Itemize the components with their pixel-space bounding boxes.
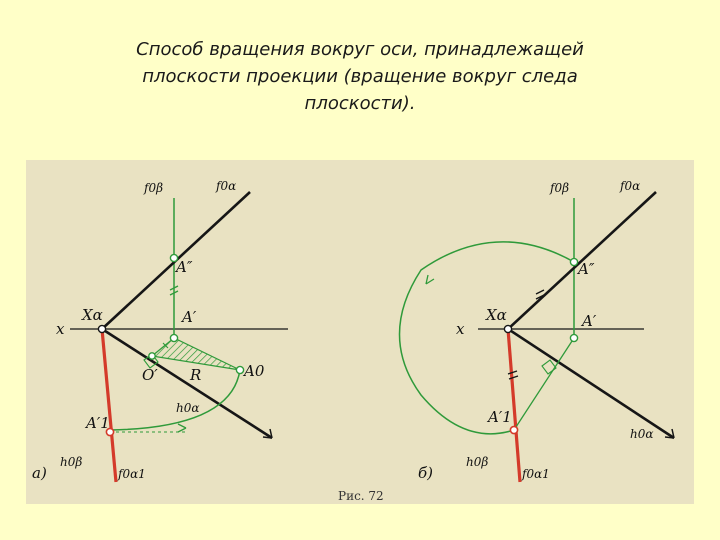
point-A2-a xyxy=(169,253,179,263)
label-A2-a: A″ xyxy=(174,258,193,276)
label-f0a1-a: f0α1 xyxy=(117,467,146,481)
slide-title: Способ вращения вокруг оси, принадлежаще… xyxy=(60,36,660,117)
label-Xa-b: Xα xyxy=(485,306,507,324)
label-A1-b: A′1 xyxy=(486,408,512,426)
rotation-arc-arrow-b xyxy=(425,274,435,285)
label-h0b-b: h0β xyxy=(466,455,488,469)
label-x-b: x xyxy=(456,320,465,338)
trace-f0a1-b xyxy=(506,328,522,483)
point-A2-b xyxy=(569,257,579,267)
title-line-2: плоскости проекции (вращение вокруг след… xyxy=(142,66,578,87)
point-O-a xyxy=(148,352,156,360)
trace-h0a-b xyxy=(507,327,675,440)
label-h0b-a: h0β xyxy=(60,455,82,469)
title-line-3: плоскости). xyxy=(304,93,416,114)
point-A0-a xyxy=(235,365,245,375)
panel-a: f0β f0α A″ x Xα A′ O′ R A0 h0α A′1 h0β f… xyxy=(32,179,288,483)
equal-ticks-a xyxy=(169,285,179,296)
panel-b: f0β f0α A″ x Xα A′ A′1 h0α h0β f0α1 б) xyxy=(398,179,675,483)
rotation-arc-arrow-a xyxy=(177,423,187,433)
label-A2-b: A″ xyxy=(576,260,595,278)
title-line-1: Способ вращения вокруг оси, принадлежаще… xyxy=(136,39,584,60)
rotation-diagram: f0β f0α A″ x Xα A′ O′ R A0 h0α A′1 h0β f… xyxy=(32,179,675,503)
label-O-a: O′ xyxy=(142,366,158,384)
point-A1prime-a xyxy=(169,333,179,343)
label-x-a: x xyxy=(56,320,65,338)
point-Xa-a xyxy=(97,324,107,334)
right-angle-b xyxy=(541,359,557,375)
trace-h0a-arrow-a xyxy=(262,428,273,439)
label-A1prime-a: A′ xyxy=(180,308,197,326)
label-Xa-a: Xα xyxy=(81,306,103,324)
label-f0b-a: f0β xyxy=(143,181,163,195)
figure-scan: f0β f0α A″ x Xα A′ O′ R A0 h0α A′1 h0β f… xyxy=(26,160,694,504)
label-h0a-a: h0α xyxy=(176,401,199,415)
label-f0a-b: f0α xyxy=(619,179,640,193)
point-Xa-b xyxy=(503,324,513,334)
label-f0a-a: f0α xyxy=(215,179,236,193)
figure-caption: Рис. 72 xyxy=(338,489,384,503)
label-f0b-b: f0β xyxy=(549,181,569,195)
label-A1-a: A′1 xyxy=(84,414,110,432)
label-h0a-b: h0α xyxy=(630,427,653,441)
label-R-a: R xyxy=(189,366,201,384)
panel-label-a: а) xyxy=(32,464,47,482)
equal-ticks-b-1 xyxy=(535,289,545,300)
rotation-arc-a xyxy=(109,369,241,431)
rotation-arc-b xyxy=(398,241,575,435)
panel-label-b: б) xyxy=(418,464,433,482)
point-A1prime-b xyxy=(569,333,579,343)
trace-f0a1-a xyxy=(100,328,118,483)
label-A1prime-b: A′ xyxy=(580,312,597,330)
equal-ticks-b-2 xyxy=(507,370,519,380)
trace-h0a-a xyxy=(101,327,273,440)
point-A1-a xyxy=(105,427,115,437)
trace-f0a-b xyxy=(507,191,657,330)
label-A0-a: A0 xyxy=(242,362,265,380)
point-A1-b xyxy=(509,425,519,435)
trace-h0a-arrow-b xyxy=(664,428,675,439)
rotation-triangle-a xyxy=(150,337,241,371)
perpendicular-b xyxy=(513,337,575,431)
label-f0a1-b: f0α1 xyxy=(521,467,550,481)
right-angle-o-a xyxy=(162,342,169,349)
